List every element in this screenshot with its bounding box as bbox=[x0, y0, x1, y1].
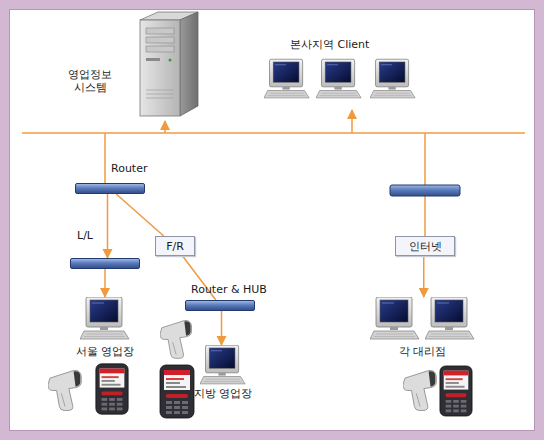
handheld-terminal bbox=[440, 366, 472, 416]
network-link bbox=[104, 269, 106, 297]
server-tower bbox=[140, 12, 198, 116]
node-label: 본사지역 Client bbox=[290, 38, 369, 51]
agency-node: 각 대리점 bbox=[370, 297, 475, 340]
bus-arrow bbox=[164, 121, 166, 133]
router-device bbox=[390, 185, 460, 196]
node-label: 각 대리점 bbox=[399, 345, 447, 358]
agency-computer bbox=[370, 297, 419, 339]
router-line bbox=[424, 196, 426, 236]
handheld-terminal bbox=[160, 365, 194, 418]
barcode-scanner bbox=[160, 320, 192, 358]
link-box: F/R bbox=[155, 236, 195, 256]
handheld-terminal bbox=[96, 364, 128, 414]
node-label: Router & HUB bbox=[191, 283, 267, 296]
office-node: 지방 영업장 bbox=[200, 345, 246, 385]
office-computer bbox=[80, 297, 129, 339]
backbone-line bbox=[22, 132, 525, 134]
network-link bbox=[221, 311, 223, 345]
network-link bbox=[116, 194, 163, 236]
office-computer bbox=[200, 345, 245, 384]
router-hub-node: Router & HUB bbox=[185, 300, 255, 311]
barcode-scanner bbox=[48, 370, 81, 410]
internet-box: 인터넷 bbox=[395, 236, 455, 256]
server-node: 영업정보 시스템 bbox=[135, 12, 200, 118]
agency-computer bbox=[425, 297, 474, 339]
node-label: 영업정보 시스템 bbox=[61, 68, 119, 94]
bus-arrow bbox=[351, 110, 353, 133]
client-computer bbox=[370, 59, 415, 98]
node-label: 인터넷 bbox=[409, 239, 442, 254]
node-label: F/R bbox=[166, 240, 184, 253]
network-link bbox=[107, 194, 109, 258]
client-computer bbox=[316, 59, 361, 98]
node-label: 지방 영업장 bbox=[194, 387, 253, 400]
barcode-scanner bbox=[403, 370, 436, 410]
node-label: 서울 영업장 bbox=[76, 345, 135, 358]
network-link bbox=[423, 256, 425, 297]
bus-drop-line bbox=[104, 133, 106, 183]
node-label: Router bbox=[111, 162, 147, 175]
node-label: L/L bbox=[77, 229, 93, 242]
bus-drop-line bbox=[424, 133, 426, 185]
router-node: Router bbox=[75, 183, 145, 194]
office-node: 서울 영업장 bbox=[80, 297, 130, 340]
client-group-node: 본사지역 Client bbox=[262, 56, 418, 102]
client-computer bbox=[264, 59, 309, 98]
router-node: L/L bbox=[70, 258, 140, 269]
